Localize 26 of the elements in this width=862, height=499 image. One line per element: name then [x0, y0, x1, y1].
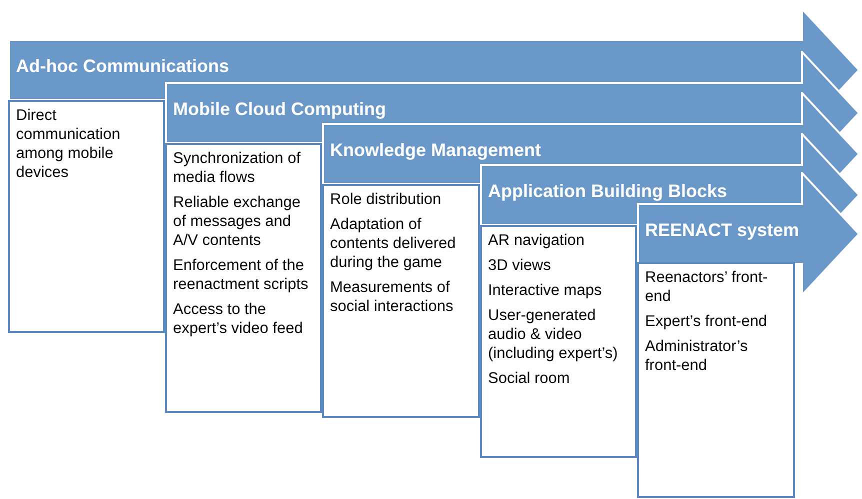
- stage-heading: Mobile Cloud Computing: [173, 99, 386, 120]
- list-item: Enforcement of the reenactment scripts: [173, 256, 310, 294]
- stage-heading: Ad-hoc Communications: [16, 56, 230, 77]
- list-item: Administrator’s front-end: [645, 337, 749, 375]
- list-item: Expert’s front-end: [645, 312, 768, 331]
- list-panel: [322, 184, 480, 418]
- list-item: Social room: [488, 369, 571, 388]
- list-item: Reenactors’ front-end: [645, 268, 769, 306]
- list-item: Reliable exchange of messages and A/V contents: [173, 193, 302, 250]
- stage-heading: REENACT system: [645, 220, 800, 241]
- list-panel: [637, 262, 795, 498]
- list-item: Access to the expert’s video feed: [173, 300, 304, 338]
- stage-heading: Knowledge Management: [330, 140, 542, 161]
- list-item: Synchronization of media flows: [173, 149, 302, 187]
- stage-heading: Application Building Blocks: [488, 181, 728, 202]
- list-item: Measurements of social interactions: [330, 278, 454, 316]
- list-item: 3D views: [488, 256, 552, 275]
- list-item: Role distribution: [330, 190, 442, 209]
- list-item: User-generated audio & video (including expert’s): [488, 306, 619, 363]
- list-item: Interactive maps: [488, 281, 603, 300]
- list-item: Direct communication among mobile devices: [16, 106, 122, 182]
- list-panel: [480, 225, 637, 458]
- list-item: AR navigation: [488, 231, 586, 250]
- list-panel: [8, 100, 165, 333]
- list-panel: [165, 143, 322, 413]
- list-item: Adaptation of contents delivered during the game: [330, 215, 457, 272]
